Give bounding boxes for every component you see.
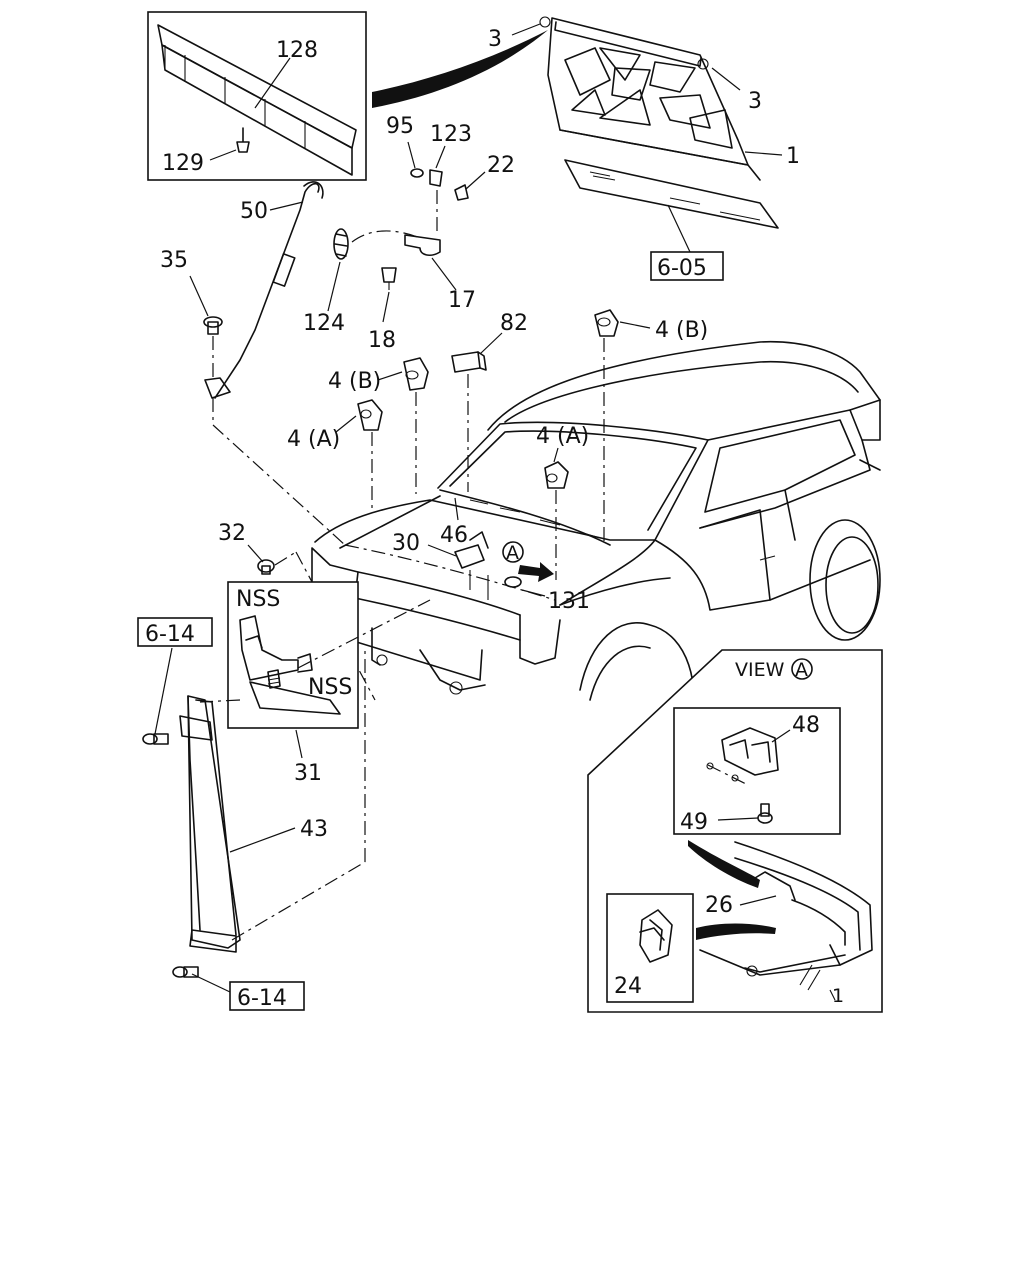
callout-4a-left: 4 (A): [287, 427, 340, 452]
callout-43: 43: [300, 817, 328, 842]
swoosh-right-icon: [696, 923, 776, 940]
callout-82: 82: [500, 311, 528, 336]
assembly-leaders: [212, 338, 605, 580]
callout-1-view: 1: [832, 985, 844, 1007]
callout-3-right: 3: [748, 89, 762, 114]
ref-6-14-top: 6-14: [145, 622, 195, 647]
hood-support-rod: 50: [204, 181, 324, 399]
callout-123: 123: [430, 122, 472, 147]
callout-24: 24: [614, 974, 642, 999]
hood-panel: 3 3 1: [488, 16, 800, 181]
hood-bumpers: 4 (B) 4 (B) 4 (A) 4 (A) 82: [287, 309, 708, 489]
callout-26: 26: [705, 893, 733, 918]
callout-32: 32: [218, 521, 246, 546]
swoosh-arrow-icon: [372, 30, 548, 108]
ref-6-14-bottom: 6-14: [237, 986, 287, 1011]
clip-35: 35: [160, 248, 223, 378]
callout-46: 46: [440, 523, 468, 548]
callout-129: 129: [162, 151, 204, 176]
view-marker: A: [795, 659, 808, 681]
view-label: VIEW: [735, 659, 785, 681]
callout-35: 35: [160, 248, 188, 273]
hood-lock-parts: 95 123 22 124 18 17: [303, 114, 515, 353]
callout-128: 128: [276, 38, 318, 63]
ref-6-05: 6-05: [657, 256, 707, 281]
callout-31: 31: [294, 761, 322, 786]
view-arrow-marker: A: [506, 542, 519, 564]
callout-17: 17: [448, 288, 476, 313]
bolt-32: 32: [218, 521, 376, 701]
callout-50: 50: [240, 199, 268, 224]
ref-box-6-14-top: [137, 617, 213, 647]
callout-49: 49: [680, 810, 708, 835]
nss-right: NSS: [308, 675, 352, 700]
callout-30: 30: [392, 531, 420, 556]
view-direction-arrow-icon: [518, 562, 554, 582]
ref-box-6-14-bottom: [229, 981, 305, 1011]
callout-1: 1: [786, 144, 800, 169]
view-a-panel: VIEW A 48 49 26 1: [587, 649, 883, 1013]
inset-weatherstrip: 128 129: [147, 11, 367, 181]
callout-22: 22: [487, 153, 515, 178]
callout-4b-right: 4 (B): [655, 318, 708, 343]
ref-box-6-05: [650, 251, 724, 281]
callout-4a-right: 4 (A): [536, 424, 589, 449]
vehicle-body: [311, 340, 881, 721]
callout-3-left: 3: [488, 27, 502, 52]
latch-assembly-inset: NSS NSS 31: [199, 581, 431, 786]
callout-18: 18: [368, 328, 396, 353]
callout-48: 48: [792, 713, 820, 738]
support-bracket-43: 43: [142, 647, 366, 993]
hood-insulator: [564, 159, 779, 253]
callout-124: 124: [303, 311, 345, 336]
hood-latch: 30 46 131 A: [392, 497, 590, 614]
callout-95: 95: [386, 114, 414, 139]
swoosh-down-icon: [688, 840, 760, 888]
nss-top: NSS: [236, 587, 280, 612]
callout-131: 131: [548, 589, 590, 614]
callout-4b-left: 4 (B): [328, 369, 381, 394]
